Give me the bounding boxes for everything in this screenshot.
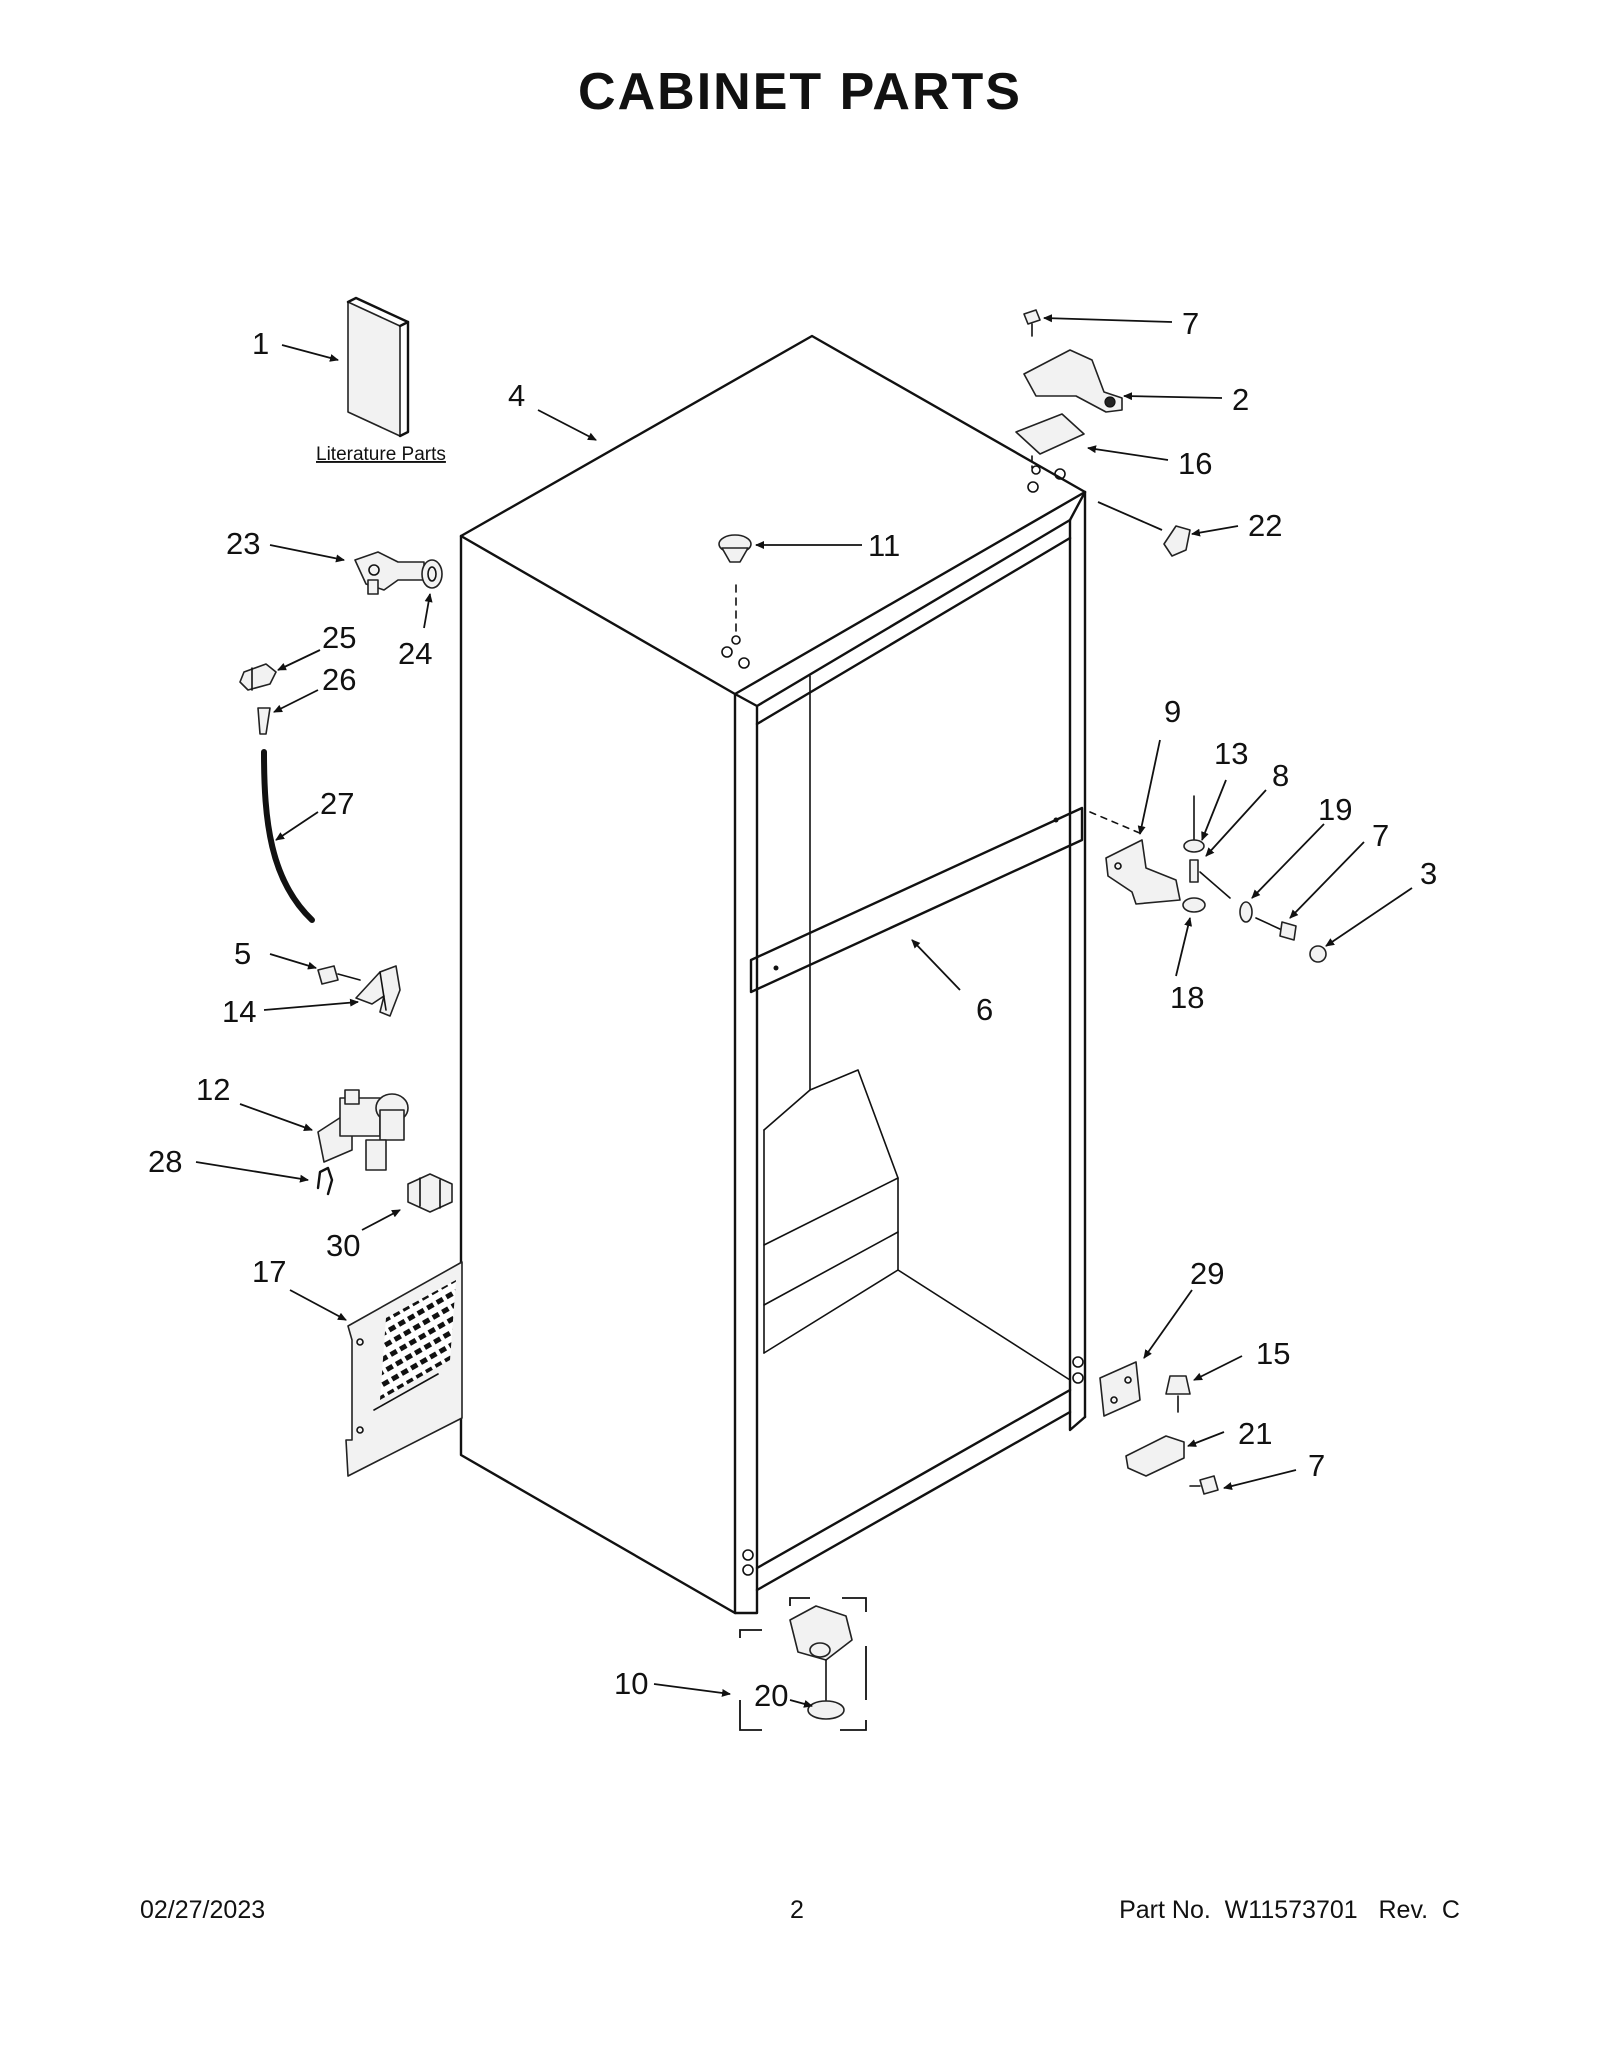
hinge-shim-icon — [1015, 413, 1085, 455]
hinge-pin-icon — [1189, 795, 1231, 899]
grommet-icon — [421, 559, 443, 589]
callout-19: 19 — [1318, 792, 1352, 827]
leader-lines — [195, 314, 1413, 1708]
footer-part-number: Part No. W11573701 Rev. C — [1119, 1896, 1460, 1924]
callout-7-bottom: 7 — [1308, 1448, 1325, 1483]
literature-parts-label: Literature Parts — [316, 444, 446, 465]
callout-7-top: 7 — [1182, 306, 1199, 341]
callout-1: 1 — [252, 326, 269, 361]
callout-10: 10 — [614, 1666, 648, 1701]
callout-15: 15 — [1256, 1336, 1290, 1371]
hinge-screw-center-icon — [1255, 917, 1297, 941]
screw-cap-icon — [1309, 945, 1327, 963]
water-valve-icon — [317, 1089, 409, 1171]
bottom-hinge-cover-icon — [1125, 1435, 1185, 1477]
callout-26: 26 — [322, 662, 356, 697]
tube-insert-icon — [257, 707, 271, 735]
callout-14: 14 — [222, 994, 256, 1029]
hinge-screw-top-icon — [1023, 309, 1041, 337]
callout-17: 17 — [252, 1254, 286, 1289]
tube-clamp-icon — [239, 663, 277, 691]
bottom-hinge-plate-icon — [1099, 1361, 1141, 1417]
center-hinge-icon — [1089, 811, 1181, 905]
callout-3: 3 — [1420, 856, 1437, 891]
footer-page-number: 2 — [790, 1896, 804, 1924]
callout-2: 2 — [1232, 382, 1249, 417]
valve-clip-icon — [316, 1166, 334, 1196]
callout-20: 20 — [754, 1678, 788, 1713]
callout-5: 5 — [234, 936, 251, 971]
valve-bracket-icon — [407, 1173, 453, 1213]
screw-icon — [317, 965, 361, 985]
callout-22: 22 — [1248, 508, 1282, 543]
callout-30: 30 — [326, 1228, 360, 1263]
page-title: CABINET PARTS — [578, 63, 1022, 121]
hinge-pin-bottom-icon — [1165, 1375, 1191, 1413]
callout-18: 18 — [1170, 980, 1204, 1015]
water-tube-icon — [261, 749, 315, 923]
rear-access-cover-icon — [345, 1261, 463, 1477]
water-inlet-fitting-icon — [354, 551, 425, 595]
callout-29: 29 — [1190, 1256, 1224, 1291]
hinge-cap-icon — [1163, 525, 1191, 557]
hinge-washer-bottom-icon — [1182, 897, 1206, 913]
hinge-washer-top-icon — [1183, 839, 1205, 853]
callout-12: 12 — [196, 1072, 230, 1107]
callout-labels: 1 Literature Parts 4 7 2 16 22 11 23 24 … — [148, 306, 1437, 1713]
callout-21: 21 — [1238, 1416, 1272, 1451]
callout-9: 9 — [1164, 694, 1181, 729]
leveling-assembly-icon — [739, 1597, 867, 1731]
tube-clip-icon — [355, 965, 401, 1017]
callout-8: 8 — [1272, 758, 1289, 793]
plug-button-icon — [718, 534, 752, 633]
cabinet-body — [459, 334, 1087, 1615]
spacer-washer-icon — [1239, 901, 1253, 923]
callout-24: 24 — [398, 636, 432, 671]
hinge-screw-bottom-icon — [1189, 1475, 1219, 1495]
literature-part-icon — [346, 296, 410, 438]
top-hinge-icon — [1023, 349, 1123, 413]
callout-7-center: 7 — [1372, 818, 1389, 853]
callout-23: 23 — [226, 526, 260, 561]
callout-28: 28 — [148, 1144, 182, 1179]
callout-16: 16 — [1178, 446, 1212, 481]
callout-4: 4 — [508, 378, 525, 413]
footer-date: 02/27/2023 — [140, 1896, 266, 1924]
callout-27: 27 — [320, 786, 354, 821]
callout-13: 13 — [1214, 736, 1248, 771]
callout-6: 6 — [976, 992, 993, 1027]
callout-25: 25 — [322, 620, 356, 655]
callout-11: 11 — [868, 528, 900, 563]
